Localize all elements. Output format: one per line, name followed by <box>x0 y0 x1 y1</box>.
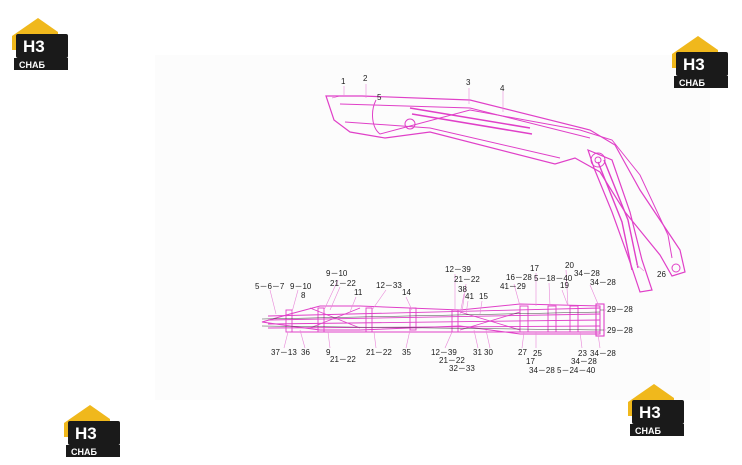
logo-top-left: H3 CHAБ <box>12 18 68 70</box>
boom-leaders <box>343 84 645 272</box>
boom-plan-view <box>261 303 605 337</box>
callout-37-13: 37－13 <box>271 348 297 357</box>
arm-outline <box>587 148 653 293</box>
callout-boom-4: 4 <box>500 84 505 93</box>
callout-20: 20 <box>565 261 574 270</box>
callout-21-22-c: 21－22 <box>330 355 356 364</box>
plan-clamp-3 <box>365 307 373 333</box>
callout-21-22-a: 21－22 <box>330 279 356 288</box>
svg-text:H3: H3 <box>683 55 705 74</box>
plan-hose-4 <box>267 325 601 329</box>
callout-17-b: 17 <box>526 357 535 366</box>
callout-boom-26: 26 <box>657 270 666 279</box>
callout-29-28-a: 29－28 <box>607 305 633 314</box>
callout-41-29: 41－29 <box>500 282 526 291</box>
callout-9-10-b: 9－10 <box>290 282 312 291</box>
boom-cylinder <box>409 107 533 135</box>
callout-36: 36 <box>301 348 310 357</box>
boom-side-view <box>325 95 686 293</box>
callout-21-22-b: 21－22 <box>454 275 480 284</box>
callout-12-39-b: 12－39 <box>431 348 457 357</box>
svg-text:CHAБ: CHAБ <box>679 78 705 88</box>
plan-hose-1 <box>267 307 601 317</box>
callout-15: 15 <box>479 292 488 301</box>
callout-34-28-d: 34－28 <box>571 357 597 366</box>
callout-41: 41 <box>465 292 474 301</box>
callout-31: 31 <box>473 348 482 357</box>
svg-text:CHAБ: CHAБ <box>19 60 45 70</box>
boom-pin <box>590 152 606 168</box>
callout-29-28-b: 29－28 <box>607 326 633 335</box>
callout-boom-5: 5 <box>377 93 382 102</box>
boom-web-upper <box>339 103 591 139</box>
callout-17-a: 17 <box>530 264 539 273</box>
boom-outline <box>325 95 686 277</box>
callout-34-28-e: 34－28 <box>529 366 555 375</box>
svg-text:H3: H3 <box>23 37 45 56</box>
logo-top-right: H3 CHAБ <box>672 36 728 88</box>
callout-5-6-7: 5－6－7 <box>255 282 285 291</box>
svg-text:CHAБ: CHAБ <box>71 447 97 457</box>
plan-leaders <box>269 269 606 349</box>
callout-8: 8 <box>301 291 306 300</box>
callout-boom-2: 2 <box>363 74 368 83</box>
callout-30: 30 <box>484 348 493 357</box>
callout-34-28-a: 34－28 <box>574 269 600 278</box>
arm-end-pin <box>671 263 681 273</box>
callout-9-10-a: 9－10 <box>326 269 348 278</box>
logo-bottom-left: H3 CHAБ <box>64 405 120 457</box>
callout-11: 11 <box>354 288 363 297</box>
svg-text:H3: H3 <box>75 424 97 443</box>
callout-32-33: 32－33 <box>449 364 475 373</box>
svg-text:CHAБ: CHAБ <box>635 426 661 436</box>
hydraulic-hose <box>372 99 673 259</box>
callout-21-22-e: 21－22 <box>439 356 465 365</box>
boom-callouts: 1 2 5 3 4 26 <box>341 74 666 279</box>
boom-centerline <box>331 95 341 99</box>
plan-clamp-4 <box>409 307 417 331</box>
callout-12-39-a: 12－39 <box>445 265 471 274</box>
callout-34-28-b: 34－28 <box>590 278 616 287</box>
plan-hose-3 <box>267 319 601 325</box>
plan-clamp-8 <box>569 305 579 333</box>
callout-boom-3: 3 <box>466 78 471 87</box>
callout-19: 19 <box>560 281 569 290</box>
callout-5-24-40: 5－24－40 <box>557 366 596 375</box>
callout-23: 23 <box>578 349 587 358</box>
svg-text:H3: H3 <box>639 403 661 422</box>
callout-boom-1: 1 <box>341 77 346 86</box>
callout-38: 38 <box>458 285 467 294</box>
callout-12-33: 12－33 <box>376 281 402 290</box>
boom-foot-pin <box>404 118 416 130</box>
callout-35: 35 <box>402 348 411 357</box>
callout-9: 9 <box>326 348 331 357</box>
plan-view-lines <box>261 309 604 331</box>
logo-bottom-right: H3 CHAБ <box>628 384 684 436</box>
callout-34-28-c: 34－28 <box>590 349 616 358</box>
callout-5-18-40: 5－18－40 <box>534 274 573 283</box>
plan-clamp-2 <box>317 307 325 333</box>
plan-clamp-1 <box>285 309 293 333</box>
callout-14: 14 <box>402 288 411 297</box>
plan-hose-2 <box>267 313 601 321</box>
callout-21-22-d: 21－22 <box>366 348 392 357</box>
plan-clamp-7 <box>547 305 557 333</box>
plan-end-block <box>595 303 605 337</box>
bucket-cylinder <box>597 159 639 271</box>
callout-27: 27 <box>518 348 527 357</box>
callout-25: 25 <box>533 349 542 358</box>
plan-callouts: 5－6－7 9－10 8 9－10 21－22 11 12－33 14 12－3… <box>255 261 633 375</box>
plan-cross-2 <box>459 311 521 331</box>
boom-pin-inner <box>594 156 602 164</box>
callout-16-28: 16－28 <box>506 273 532 282</box>
